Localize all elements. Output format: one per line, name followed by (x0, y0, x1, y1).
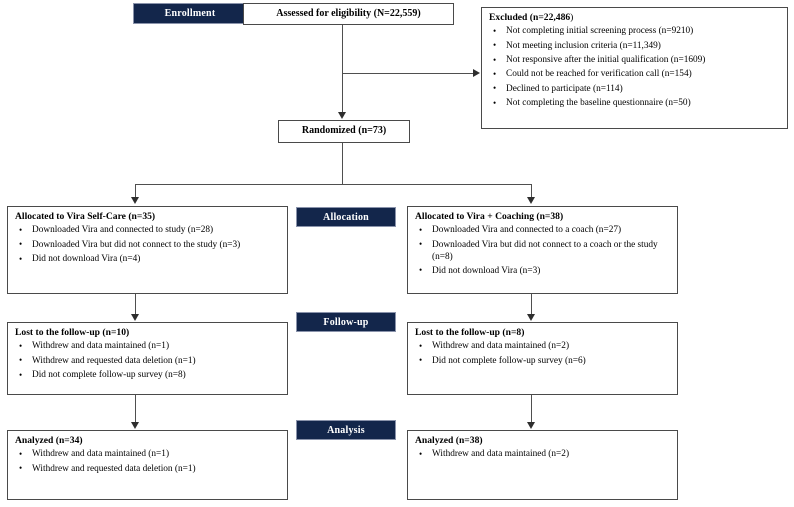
stage-banner-allocation: Allocation (296, 207, 396, 227)
arrow-to-allocation-left (131, 197, 139, 204)
followup-right-list: Withdrew and data maintained (n=2) Did n… (414, 341, 672, 367)
connector-followup-left-to-analysis (135, 395, 137, 424)
arrow-to-allocation-right (527, 197, 535, 204)
followup-left-title: Lost to the follow-up (n=10) (15, 327, 130, 338)
list-item: Could not be reached for verification ca… (488, 69, 782, 81)
analysis-right-title: Analyzed (n=38) (415, 435, 483, 446)
arrow-to-followup-left (131, 314, 139, 321)
list-item: Not completing initial screening process… (488, 26, 782, 38)
followup-right-box: Lost to the follow-up (n=8) Withdrew and… (407, 322, 678, 395)
connector-assessed-to-excluded (342, 72, 475, 74)
followup-left-box: Lost to the follow-up (n=10) Withdrew an… (7, 322, 288, 395)
excluded-title-tail: ) (570, 12, 574, 23)
arrow-assessed-to-excluded (473, 68, 480, 77)
connector-randomized-to-split (342, 143, 344, 184)
analysis-right-list: Withdrew and data maintained (n=2) (414, 449, 672, 461)
list-item: Declined to participate (n=114) (488, 83, 782, 96)
list-item: Withdrew and requested data deletion (n=… (14, 463, 282, 476)
analysis-left-list: Withdrew and data maintained (n=1) Withd… (14, 449, 282, 475)
list-item: Withdrew and data maintained (n=2) (414, 449, 672, 461)
list-item: Downloaded Vira but did not connect to t… (14, 239, 282, 252)
randomized-box: Randomized (n=73) (278, 120, 410, 143)
stage-banner-allocation-label: Allocation (323, 211, 369, 223)
list-item: Downloaded Vira but did not connect to a… (414, 239, 672, 264)
list-item: Withdrew and data maintained (n=2) (414, 341, 672, 353)
stage-banner-followup-label: Follow-up (323, 316, 369, 328)
excluded-title: Excluded (n=22,486) (489, 12, 782, 24)
stage-banner-analysis-label: Analysis (327, 424, 365, 436)
list-item: Not responsive after the initial qualifi… (488, 55, 782, 67)
list-item: Did not complete follow-up survey (n=6) (414, 355, 672, 368)
connector-split-horizontal (135, 183, 532, 185)
excluded-reasons-list: Not completing initial screening process… (488, 26, 782, 110)
arrow-to-analysis-right (527, 422, 535, 429)
arrow-to-followup-right (527, 314, 535, 321)
connector-allocation-left-to-followup (135, 294, 137, 316)
connector-followup-right-to-analysis (531, 395, 533, 424)
analysis-right-box: Analyzed (n=38) Withdrew and data mainta… (407, 430, 678, 500)
list-item: Withdrew and data maintained (n=1) (14, 341, 282, 353)
arrow-assessed-to-randomized (337, 112, 346, 119)
stage-banner-analysis: Analysis (296, 420, 396, 440)
stage-banner-enrollment: Enrollment (133, 3, 247, 24)
connector-allocation-right-to-followup (531, 294, 533, 316)
list-item: Did not download Vira (n=4) (14, 254, 282, 266)
allocation-right-list: Downloaded Vira and connected to a coach… (414, 225, 672, 278)
allocation-left-title: Allocated to Vira Self-Care (n=35) (15, 211, 156, 222)
followup-right-title: Lost to the follow-up (n=8) (415, 327, 525, 338)
list-item: Withdrew and data maintained (n=1) (14, 449, 282, 461)
excluded-box: Excluded (n=22,486) Not completing initi… (481, 7, 788, 129)
allocation-left-box: Allocated to Vira Self-Care (n=35) Downl… (7, 206, 288, 294)
assessed-for-eligibility-box: Assessed for eligibility (N=22,559) (243, 3, 454, 25)
list-item: Not meeting inclusion criteria (n=11,349… (488, 40, 782, 53)
analysis-left-title: Analyzed (n=34) (15, 435, 83, 446)
analysis-left-box: Analyzed (n=34) Withdrew and data mainta… (7, 430, 288, 500)
list-item: Did not download Vira (n=3) (414, 265, 672, 278)
arrow-to-analysis-left (131, 422, 139, 429)
connector-assessed-to-randomized (342, 25, 344, 113)
list-item: Did not complete follow-up survey (n=8) (14, 370, 282, 382)
assessed-for-eligibility-label: Assessed for eligibility (N=22,559) (276, 7, 421, 19)
stage-banner-followup: Follow-up (296, 312, 396, 332)
randomized-label: Randomized (n=73) (301, 125, 387, 137)
allocation-right-box: Allocated to Vira + Coaching (n=38) Down… (407, 206, 678, 294)
list-item: Downloaded Vira and connected to a coach… (414, 225, 672, 237)
connector-split-left-drop (135, 183, 137, 199)
allocation-right-title: Allocated to Vira + Coaching (n=38) (415, 211, 564, 222)
followup-left-list: Withdrew and data maintained (n=1) Withd… (14, 341, 282, 382)
stage-banner-enrollment-label: Enrollment (164, 8, 216, 19)
excluded-title-bold: Excluded (n=22,486 (489, 12, 571, 23)
list-item: Withdrew and requested data deletion (n=… (14, 355, 282, 368)
connector-split-right-drop (531, 183, 533, 199)
list-item: Downloaded Vira and connected to study (… (14, 225, 282, 237)
list-item: Not completing the baseline questionnair… (488, 98, 782, 110)
allocation-left-list: Downloaded Vira and connected to study (… (14, 225, 282, 266)
